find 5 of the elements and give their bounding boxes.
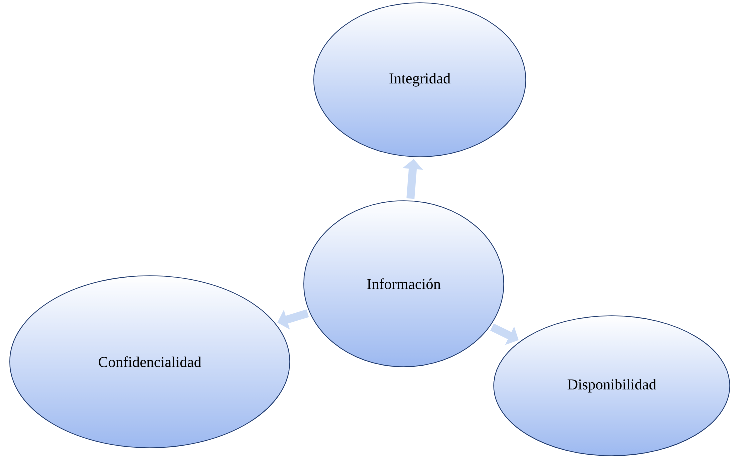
ellipse-node: Información: [304, 200, 504, 368]
ellipse-node: Confidencialidad: [10, 276, 290, 448]
ellipse-node: Disponibilidad: [494, 316, 730, 456]
block-arrow: [278, 310, 310, 330]
ellipse-node: Integridad: [314, 2, 526, 158]
